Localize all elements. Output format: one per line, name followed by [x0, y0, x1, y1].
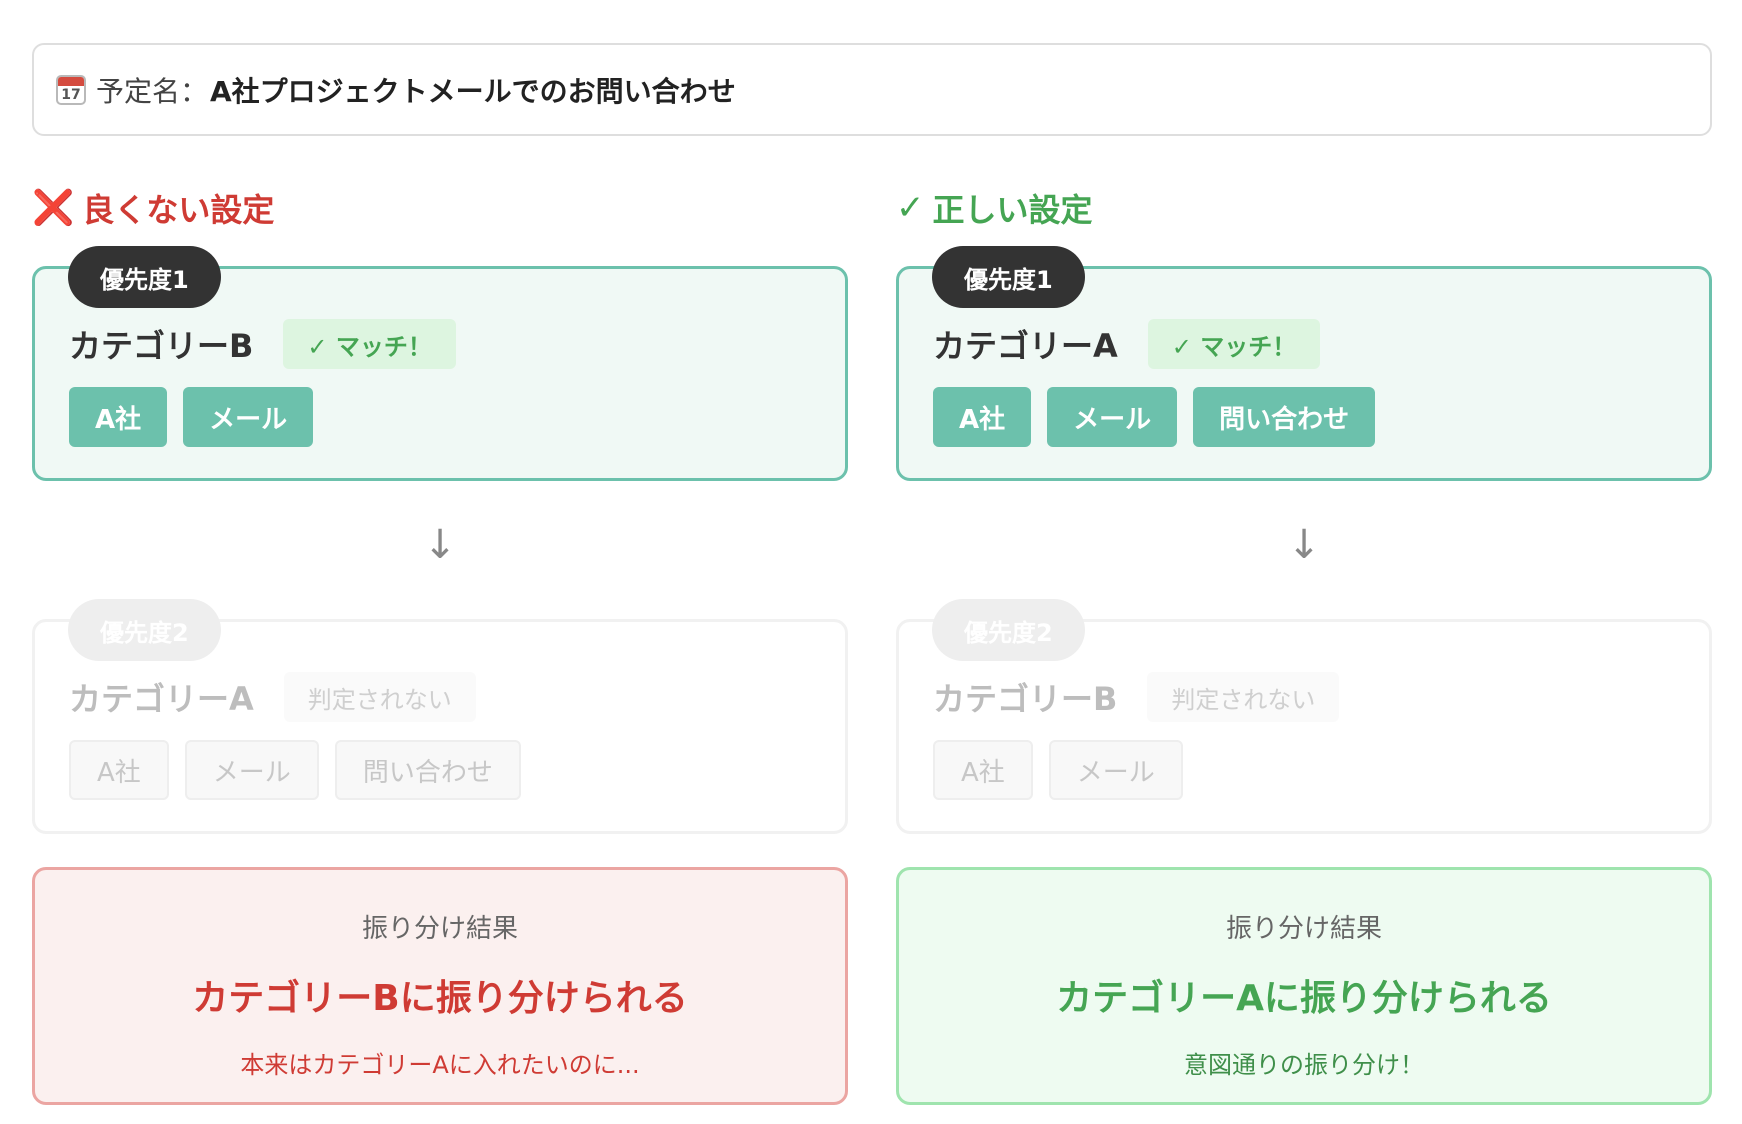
arrow-down-icon: ↓	[423, 522, 457, 568]
result-box: 振り分け結果 カテゴリーBに振り分けられる 本来はカテゴリーAに入れたいのに..…	[32, 867, 848, 1105]
priority-badge: 優先度1	[68, 246, 221, 308]
bad-setting-column: ❌ 良くない設定 優先度1 カテゴリーB ✓ マッチ！ A社 メール ↓ 優先度…	[32, 180, 848, 1105]
priority-badge: 優先度2	[68, 599, 221, 661]
calendar-icon: 17	[56, 74, 86, 105]
condition-tag: メール	[1047, 387, 1178, 447]
condition-tag: 問い合わせ	[1193, 387, 1376, 447]
schedule-name-box: 17 予定名： A社プロジェクトメールでのお問い合わせ	[32, 43, 1712, 136]
rule-card-priority-2: 優先度2 カテゴリーB 判定されない A社 メール	[896, 599, 1712, 834]
bad-setting-heading: ❌ 良くない設定	[32, 188, 275, 229]
priority-badge: 優先度2	[932, 599, 1085, 661]
match-badge: ✓ マッチ！	[283, 319, 456, 369]
condition-tags: A社 メール	[933, 740, 1199, 800]
condition-tag: A社	[933, 740, 1033, 800]
condition-tag: A社	[933, 387, 1032, 447]
result-sub-text: 意図通りの振り分け！	[1184, 1051, 1424, 1079]
result-sub-text: 本来はカテゴリーAに入れたいのに...	[240, 1051, 640, 1079]
condition-tag: A社	[69, 740, 169, 800]
cross-mark-icon: ❌	[32, 188, 75, 228]
check-mark-icon: ✓	[896, 188, 925, 228]
condition-tags: A社 メール 問い合わせ	[69, 740, 537, 800]
not-evaluated-badge: 判定されない	[1147, 672, 1340, 722]
category-name: カテゴリーA	[69, 680, 254, 718]
rule-card-priority-2: 優先度2 カテゴリーA 判定されない A社 メール 問い合わせ	[32, 599, 848, 834]
result-main-text: カテゴリーBに振り分けられる	[192, 978, 688, 1019]
rule-card-priority-1: 優先度1 カテゴリーB ✓ マッチ！ A社 メール	[32, 246, 848, 481]
match-badge: ✓ マッチ！	[1147, 319, 1321, 369]
condition-tag: A社	[69, 387, 168, 447]
condition-tag: 問い合わせ	[334, 740, 521, 800]
schedule-value: A社プロジェクトメールでのお問い合わせ	[210, 74, 736, 108]
category-name: カテゴリーB	[69, 327, 254, 365]
not-evaluated-badge: 判定されない	[283, 672, 476, 722]
result-box: 振り分け結果 カテゴリーAに振り分けられる 意図通りの振り分け！	[896, 867, 1712, 1105]
schedule-label: 予定名：	[96, 74, 209, 108]
condition-tags: A社 メール 問い合わせ	[933, 387, 1391, 447]
rule-card-priority-1: 優先度1 カテゴリーA ✓ マッチ！ A社 メール 問い合わせ	[896, 246, 1712, 481]
condition-tag: メール	[184, 740, 319, 800]
category-name: カテゴリーA	[933, 327, 1118, 365]
good-setting-heading: ✓ 正しい設定	[896, 188, 1093, 229]
condition-tags: A社 メール	[69, 387, 329, 447]
arrow-down-icon: ↓	[1287, 522, 1321, 568]
result-title: 振り分け結果	[1225, 914, 1382, 944]
result-main-text: カテゴリーAに振り分けられる	[1056, 978, 1552, 1019]
condition-tag: メール	[183, 387, 314, 447]
condition-tag: メール	[1048, 740, 1183, 800]
category-name: カテゴリーB	[933, 680, 1118, 718]
result-title: 振り分け結果	[361, 914, 518, 944]
good-setting-column: ✓ 正しい設定 優先度1 カテゴリーA ✓ マッチ！ A社 メール 問い合わせ …	[896, 180, 1712, 1105]
priority-badge: 優先度1	[932, 246, 1085, 308]
